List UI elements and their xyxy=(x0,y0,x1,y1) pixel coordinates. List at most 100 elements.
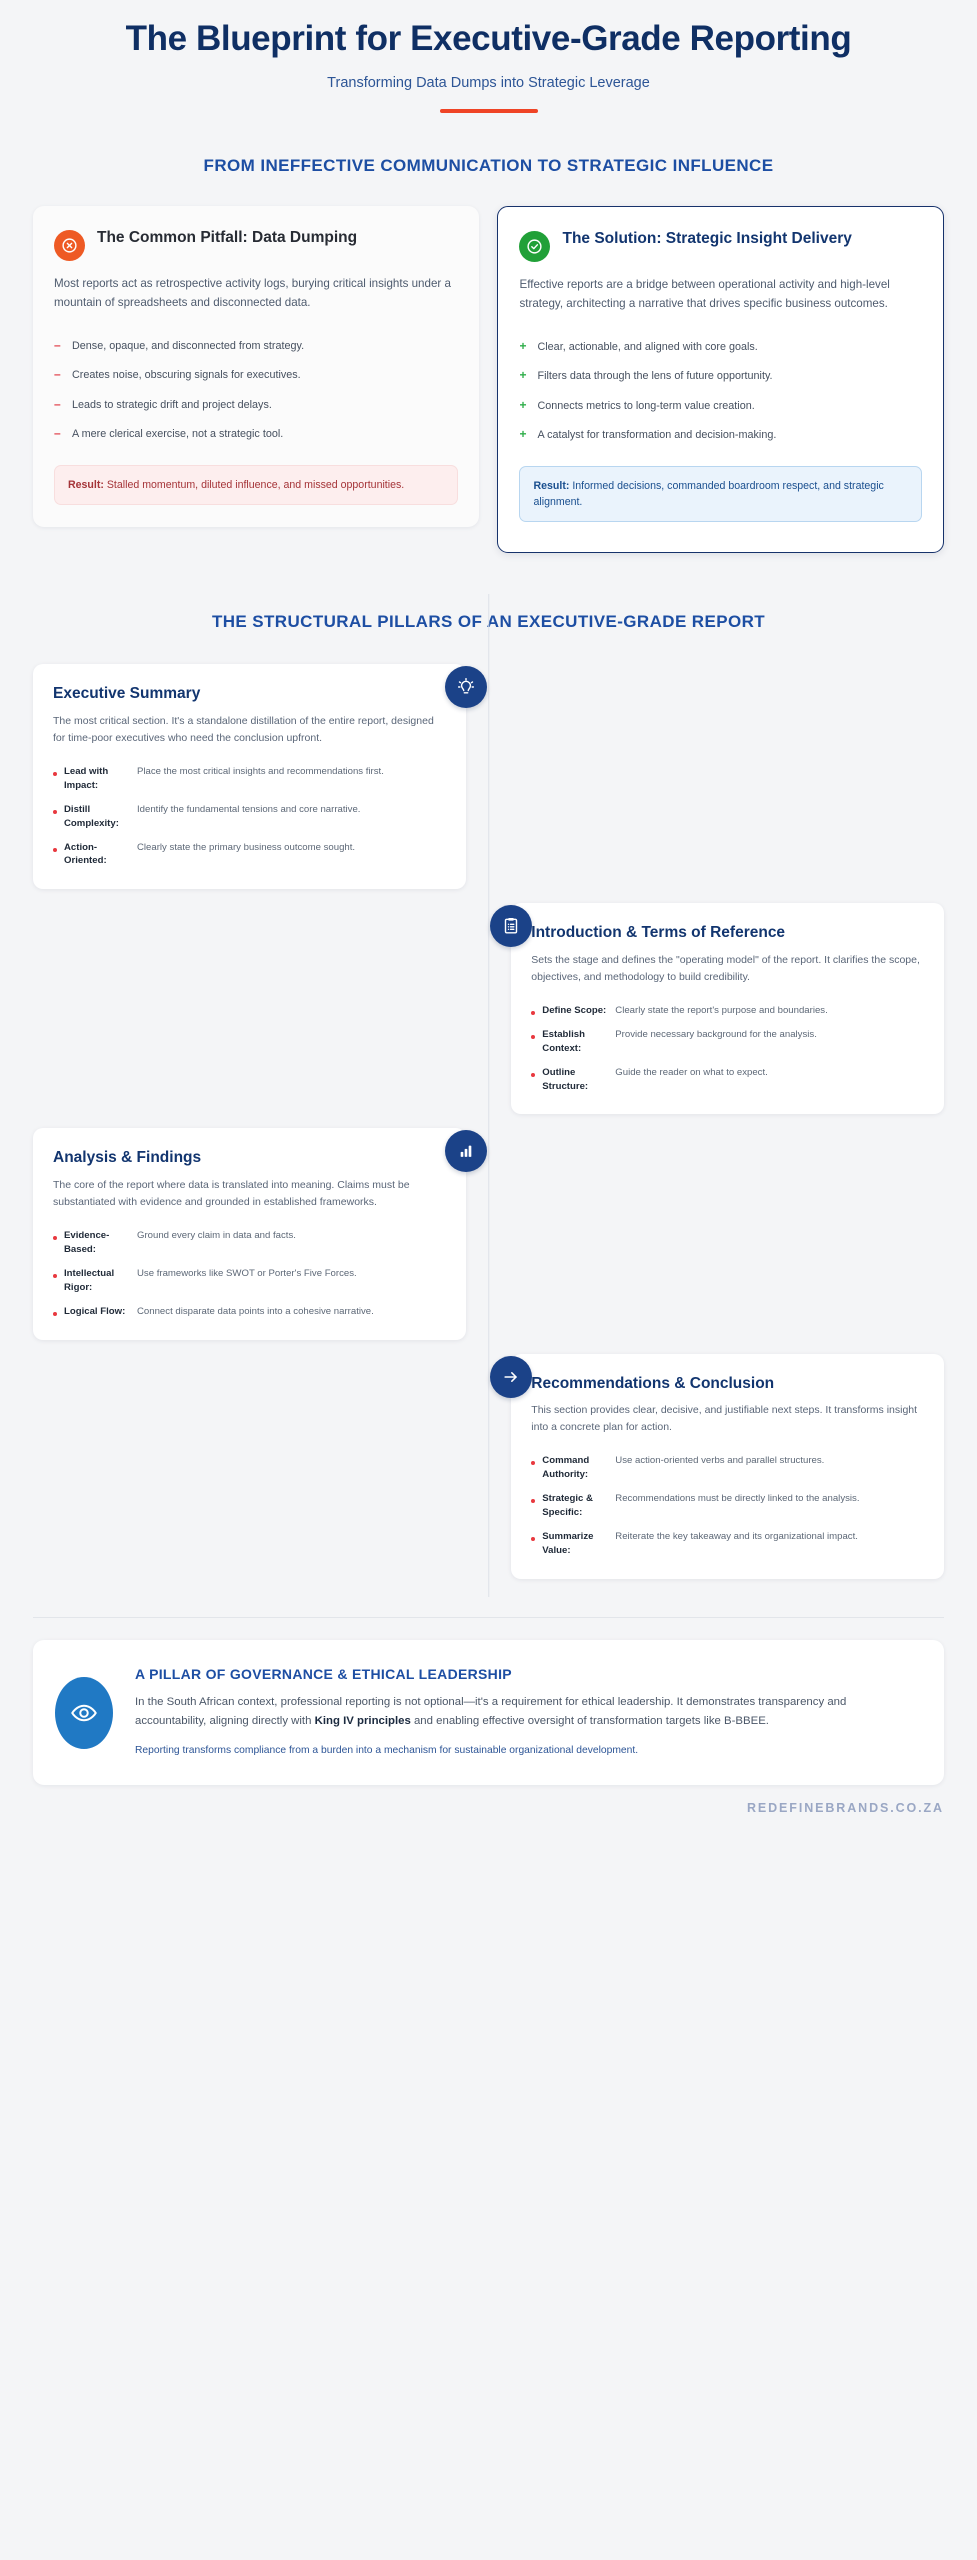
key-label: Intellectual Rigor: xyxy=(64,1267,115,1293)
list-item: Command Authority:Use action-oriented ve… xyxy=(531,1449,924,1487)
governance-text-part1: In the South African context, profession… xyxy=(135,1695,847,1727)
list-item-text: Filters data through the lens of future … xyxy=(537,370,773,383)
timeline-spine xyxy=(487,594,490,1597)
list-item: –Dense, opaque, and disconnected from st… xyxy=(54,332,458,361)
key-label: Action-Oriented: xyxy=(64,841,107,867)
minus-marker-icon: – xyxy=(54,425,61,440)
timeline-slot: Recommendations & Conclusion This sectio… xyxy=(490,1353,944,1579)
lightbulb-icon xyxy=(444,666,487,709)
pitfall-card: The Common Pitfall: Data Dumping Most re… xyxy=(33,206,480,527)
key-value: Connect disparate data points into a coh… xyxy=(137,1305,374,1317)
list-item: Outline Structure:Guide the reader on wh… xyxy=(531,1061,924,1099)
hero-header: The Blueprint for Executive-Grade Report… xyxy=(0,0,977,114)
key-value: Identify the fundamental tensions and co… xyxy=(137,803,361,815)
bullet-dot-icon xyxy=(531,1010,536,1015)
timeline-slot: Analysis & Findings The core of the repo… xyxy=(33,1128,487,1340)
list-item: +Connects metrics to long-term value cre… xyxy=(519,391,922,420)
infographic-page: The Blueprint for Executive-Grade Report… xyxy=(0,0,977,1816)
timeline-slot: Executive Summary The most critical sect… xyxy=(33,664,487,890)
plus-marker-icon: + xyxy=(519,339,527,354)
solution-result-box: Result: Informed decisions, commanded bo… xyxy=(519,465,922,523)
list-item-text: Dense, opaque, and disconnected from str… xyxy=(72,340,305,353)
list-item: Lead with Impact: Place the most critical… xyxy=(53,760,446,798)
pillar-title: Executive Summary xyxy=(53,685,201,703)
clipboard-icon xyxy=(490,905,533,948)
solution-result-label: Result: xyxy=(533,479,570,492)
bullet-dot-icon xyxy=(53,771,57,776)
key-value: Use action-oriented verbs and parallel s… xyxy=(615,1455,825,1467)
bullet-dot-icon xyxy=(53,809,57,814)
pillar-key-list: Lead with Impact: Place the most critical… xyxy=(53,760,446,873)
governance-title: A PILLAR OF GOVERNANCE & ETHICAL LEADERS… xyxy=(135,1665,512,1682)
x-circle-icon xyxy=(54,230,85,262)
section-one-heading: FROM INEFFECTIVE COMMUNICATION TO STRATE… xyxy=(203,156,774,176)
solution-card: The Solution: Strategic Insight Delivery… xyxy=(497,206,944,554)
check-circle-icon xyxy=(519,231,551,263)
comparison-section: The Common Pitfall: Data Dumping Most re… xyxy=(0,206,977,554)
key-label: Lead with Impact: xyxy=(64,765,109,791)
pillar-key-list: Define Scope:Clearly state the report's … xyxy=(531,999,924,1099)
key-label: Summarize Value: xyxy=(542,1530,594,1556)
timeline-row: Analysis & Findings The core of the repo… xyxy=(33,1128,944,1340)
bullet-dot-icon xyxy=(531,1072,536,1077)
footer-brand: REDEFINEBRANDS.CO.ZA xyxy=(746,1801,944,1816)
governance-note: Reporting transforms compliance from a b… xyxy=(135,1744,639,1756)
list-item-text: A mere clerical exercise, not a strategi… xyxy=(72,427,284,440)
solution-result-text: Informed decisions, commanded boardroom … xyxy=(533,479,884,508)
key-value: Clearly state the primary business outco… xyxy=(137,841,356,853)
solution-title: The Solution: Strategic Insight Delivery xyxy=(562,230,852,248)
governance-paragraph: In the South African context, profession… xyxy=(135,1693,916,1731)
solution-description: Effective reports are a bridge between o… xyxy=(519,278,890,311)
list-item: Establish Context:Provide necessary back… xyxy=(531,1023,924,1061)
bullet-dot-icon xyxy=(53,1311,57,1316)
pillar-card-introduction: Introduction & Terms of Reference Sets t… xyxy=(511,903,944,1115)
pillar-key-list: Evidence-Based:Ground every claim in dat… xyxy=(53,1224,446,1324)
bullet-dot-icon xyxy=(531,1461,536,1466)
pitfall-result-label: Result: xyxy=(68,478,104,491)
key-value: Recommendations must be directly linked … xyxy=(615,1492,860,1504)
pillar-description: Sets the stage and defines the "operatin… xyxy=(531,953,920,983)
pillar-title: Introduction & Terms of Reference xyxy=(531,924,786,942)
pillar-description: This section provides clear, decisive, a… xyxy=(531,1403,918,1434)
list-item: +Filters data through the lens of future… xyxy=(519,362,922,391)
list-item: Strategic & Specific:Recommendations mus… xyxy=(531,1487,924,1525)
minus-marker-icon: – xyxy=(54,367,61,382)
pillar-description: The most critical section. It's a standa… xyxy=(53,714,434,744)
bullet-dot-icon xyxy=(531,1034,536,1039)
bullet-dot-icon xyxy=(53,1236,57,1241)
list-item-text: Clear, actionable, and aligned with core… xyxy=(537,341,758,354)
key-label: Logical Flow: xyxy=(64,1305,126,1317)
bar-chart-icon xyxy=(444,1130,487,1173)
governance-text-part2: and enabling effective oversight of tran… xyxy=(410,1714,769,1727)
list-item: Distill Complexity: Identify the fundamen… xyxy=(53,798,446,836)
minus-marker-icon: – xyxy=(54,396,61,411)
timeline-row: Recommendations & Conclusion This sectio… xyxy=(33,1353,944,1579)
arrow-right-icon xyxy=(490,1355,533,1398)
pillar-description: The core of the report where data is tra… xyxy=(53,1178,410,1208)
accent-divider xyxy=(439,109,538,114)
pillar-key-list: Command Authority:Use action-oriented ve… xyxy=(531,1449,924,1562)
list-item: Logical Flow: Connect disparate data poin… xyxy=(53,1300,446,1324)
timeline-slot: Introduction & Terms of Reference Sets t… xyxy=(490,903,944,1115)
plus-marker-icon: + xyxy=(519,397,527,412)
key-label: Distill Complexity: xyxy=(64,803,119,829)
solution-bullet-list: + Clear, actionable, and aligned with cor… xyxy=(519,333,922,450)
pillar-title: Recommendations & Conclusion xyxy=(531,1374,775,1392)
key-label: Outline Structure: xyxy=(542,1066,589,1092)
list-item: Action-Oriented: Clearly state the primar… xyxy=(53,836,446,874)
bullet-dot-icon xyxy=(53,1273,57,1278)
list-item: Define Scope:Clearly state the report's … xyxy=(531,999,924,1023)
bullet-dot-icon xyxy=(53,847,57,852)
pitfall-result-box: Result: Stalled momentum, diluted influe… xyxy=(54,464,459,505)
list-item: –Leads to strategic drift and project de… xyxy=(54,390,458,419)
key-value: Reiterate the key takeaway and its organ… xyxy=(615,1530,858,1542)
bullet-dot-icon xyxy=(531,1536,536,1541)
key-value: Place the most critical insights and rec… xyxy=(137,765,384,777)
minus-marker-icon: – xyxy=(54,338,61,353)
list-item-text: Leads to strategic drift and project del… xyxy=(72,398,272,411)
pitfall-card-header: The Common Pitfall: Data Dumping xyxy=(54,228,458,262)
governance-body: A PILLAR OF GOVERNANCE & ETHICAL LEADERS… xyxy=(135,1666,916,1760)
key-value: Use frameworks like SWOT or Porter's Fiv… xyxy=(137,1267,357,1279)
pillar-card-executive-summary: Executive Summary The most critical sect… xyxy=(33,664,466,890)
timeline-row: Introduction & Terms of Reference Sets t… xyxy=(33,903,944,1115)
